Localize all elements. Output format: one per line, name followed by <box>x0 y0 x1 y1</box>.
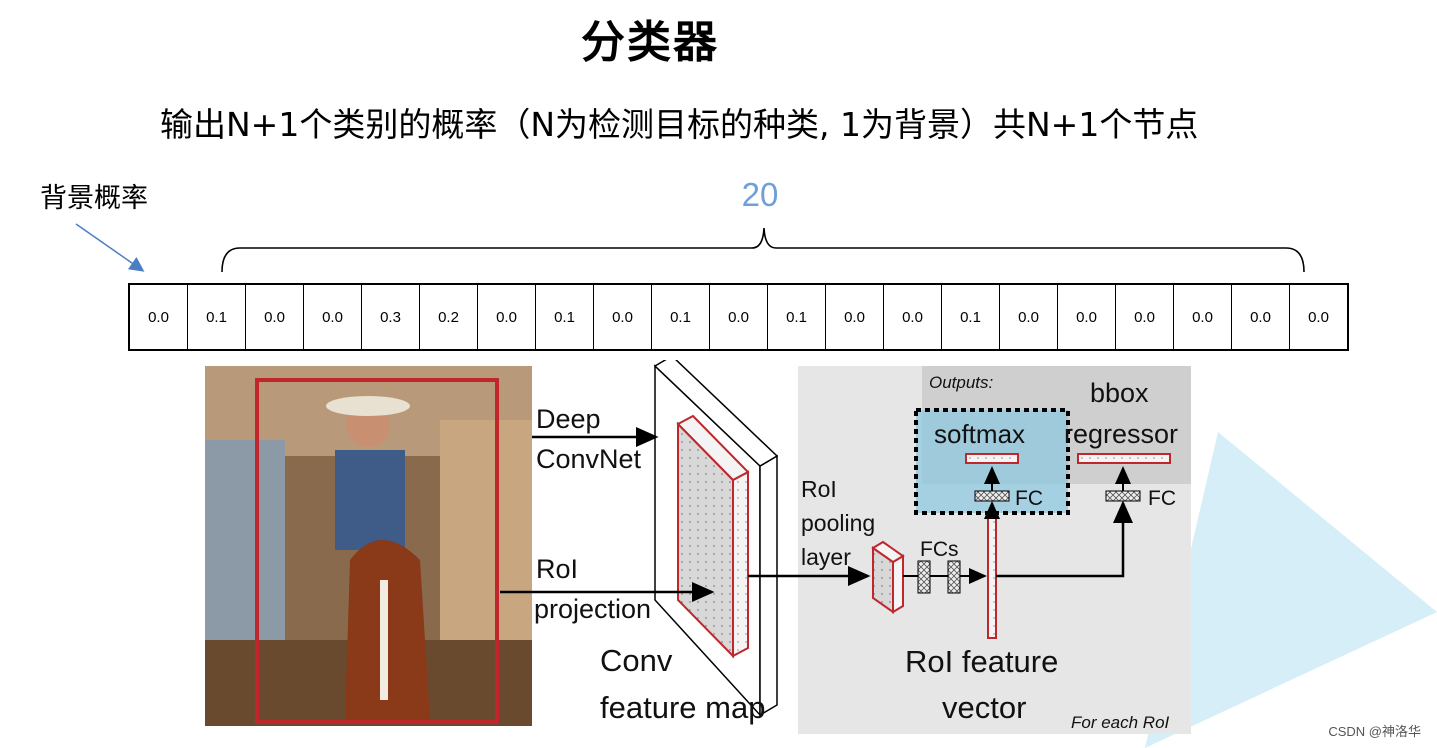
probability-cell: 0.0 <box>477 285 535 349</box>
probability-cell: 0.0 <box>1115 285 1173 349</box>
fc-right-label: FC <box>1148 487 1176 510</box>
roi-pooling-label-3: layer <box>801 544 851 570</box>
probability-cell: 0.2 <box>419 285 477 349</box>
roi-feature-label-2: vector <box>942 690 1026 725</box>
probability-cell: 0.0 <box>303 285 361 349</box>
probability-cell: 0.1 <box>651 285 709 349</box>
softmax-dotted-box <box>914 408 1070 515</box>
slide-title: 分类器 <box>581 17 719 68</box>
probability-cell: 0.0 <box>825 285 883 349</box>
watermark: CSDN @神洛华 <box>1328 724 1421 739</box>
fc-block-2 <box>947 560 961 594</box>
roi-projection-label-2: projection <box>534 594 651 624</box>
brace-and-arrow <box>75 223 1305 273</box>
softmax-label: softmax <box>934 419 1025 449</box>
for-each-roi-label: For each RoI <box>1071 713 1170 732</box>
background-probability-label: 背景概率 <box>40 183 148 214</box>
probability-cell: 0.0 <box>1057 285 1115 349</box>
probability-cell: 0.1 <box>941 285 999 349</box>
probability-cell: 0.0 <box>709 285 767 349</box>
probability-cell: 0.0 <box>1231 285 1289 349</box>
deep-label-2: ConvNet <box>536 444 642 474</box>
fcs-label: FCs <box>920 538 959 561</box>
probability-cell: 0.1 <box>187 285 245 349</box>
fc-left-label: FC <box>1015 487 1043 510</box>
roi-box <box>255 378 499 724</box>
probability-cell: 0.0 <box>593 285 651 349</box>
roi-feature-vector-bar <box>987 515 997 639</box>
probability-cell: 0.0 <box>245 285 303 349</box>
probability-cell: 0.0 <box>1173 285 1231 349</box>
fc-softmax-block <box>974 490 1010 502</box>
roi-feature-label-1: RoI feature <box>905 644 1058 679</box>
fc-bbox-block <box>1105 490 1141 502</box>
roi-projection-label-1: RoI <box>536 554 578 584</box>
conv-label-1: Conv <box>600 643 673 678</box>
fast-rcnn-diagram: Deep ConvNet RoI projection Conv feature… <box>205 360 1437 748</box>
outputs-label: Outputs: <box>929 373 994 392</box>
roi-pooling-label-1: RoI <box>801 476 837 502</box>
feature-map-side <box>759 454 778 717</box>
background-pointer-arrow <box>75 223 145 272</box>
fc-block-1 <box>917 560 931 594</box>
probability-cell: 0.1 <box>535 285 593 349</box>
bbox-output-bar <box>1077 453 1171 464</box>
roi-pooling-label-2: pooling <box>801 510 875 536</box>
probability-cell: 0.1 <box>767 285 825 349</box>
roi-pooled-block <box>871 540 905 614</box>
vector-to-bbox-arrow <box>996 500 1133 578</box>
regressor-label: regressor <box>1064 419 1178 449</box>
decorative-triangle <box>1145 432 1437 748</box>
softmax-output-bar <box>965 453 1019 464</box>
probability-cell: 0.0 <box>148 308 169 326</box>
conv-label-2: feature map <box>600 690 765 725</box>
slide-subtitle: 输出N+1个类别的概率（N为检测目标的种类, 1为背景）共N+1个节点 <box>160 105 1199 144</box>
input-photo <box>205 366 532 726</box>
probability-cell: 0.0 <box>1289 285 1347 349</box>
class-count-label: 20 <box>741 176 779 213</box>
deep-label-1: Deep <box>536 404 601 434</box>
bbox-label: bbox <box>1090 378 1149 408</box>
probability-cell: 0.0 <box>999 285 1057 349</box>
probability-cell: 0.3 <box>361 285 419 349</box>
class-brace <box>221 227 1305 273</box>
probability-cell: 0.0 <box>883 285 941 349</box>
